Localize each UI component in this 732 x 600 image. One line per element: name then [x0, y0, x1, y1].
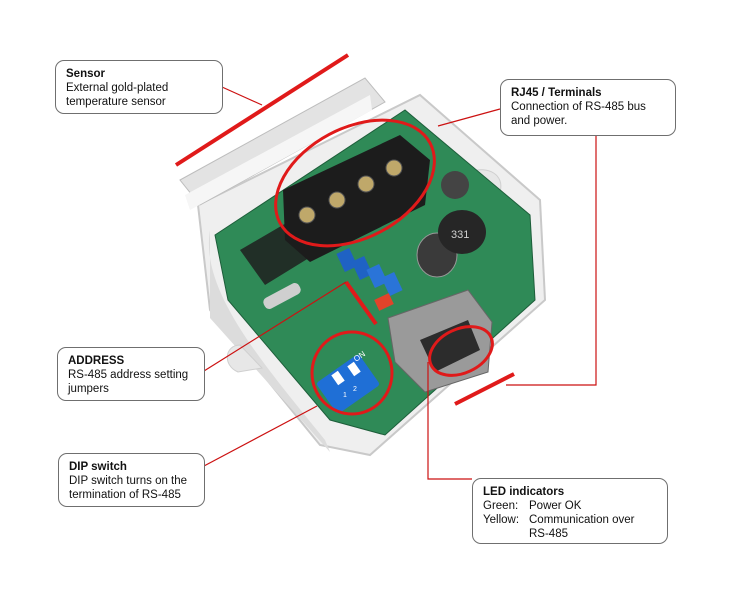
led-row-continuation: RS-485 [483, 527, 657, 541]
sensor-cover [179, 77, 386, 210]
led-row-label: Green: [483, 500, 519, 512]
address-callout-line: RS-485 address setting [68, 369, 189, 381]
led-row-label [483, 527, 529, 541]
rj45-terminals-callout-line: and power. [511, 115, 568, 127]
dip-pos2-mark: 2 [353, 386, 357, 393]
rj45-terminals-callout-line: Connection of RS-485 bus [511, 101, 646, 113]
led-row-green: Green: Power OK [483, 499, 657, 513]
leader-lines [203, 86, 597, 480]
rj45-marker-line [454, 372, 515, 406]
dip-switch-callout-line: termination of RS-485 [69, 489, 181, 501]
led-row-value: Communication over [529, 514, 635, 526]
dip-switch-callout-line: DIP switch turns on the [69, 475, 188, 487]
dip-pos1-mark: 1 [343, 392, 347, 399]
sensor-callout: Sensor External gold-plated temperature … [55, 60, 223, 114]
rj45-terminals-callout: RJ45 / Terminals Connection of RS-485 bu… [500, 79, 676, 136]
led-row-yellow: Yellow: Communication over [483, 513, 657, 527]
address-callout-title: ADDRESS [68, 355, 125, 367]
led-indicators-callout: LED indicators Green: Power OK Yellow: C… [472, 478, 668, 544]
address-callout: ADDRESS RS-485 address setting jumpers [57, 347, 205, 401]
dip-switch-callout-title: DIP switch [69, 461, 127, 473]
rj45-port [387, 289, 493, 393]
dip-switch: ON 1 2 [316, 349, 380, 414]
rj45-terminals-callout-title: RJ45 / Terminals [511, 87, 602, 99]
rj45-terminals-leader [437, 108, 501, 127]
led-highlight-ellipse [428, 325, 494, 377]
led-row-value: Power OK [529, 500, 582, 512]
dip-highlight-ellipse [310, 330, 394, 416]
dip-switch-callout: DIP switch DIP switch turns on the termi… [58, 453, 205, 507]
sensor-marker-line [174, 53, 350, 167]
sensor-callout-line: temperature sensor [66, 96, 166, 108]
sensor-leader [221, 86, 263, 106]
sensor-callout-title: Sensor [66, 68, 105, 80]
rj45-elbow-leader [506, 136, 597, 386]
highlight-annotations [174, 53, 515, 416]
sensor-callout-line: External gold-plated [66, 82, 169, 94]
led-row-value: RS-485 [529, 528, 568, 540]
terminal-block [283, 135, 430, 262]
led-row-label: Yellow: [483, 514, 520, 526]
address-marker-line [344, 280, 378, 326]
terminals-highlight-ellipse [274, 118, 436, 248]
address-jumpers [336, 247, 403, 311]
led-indicators-callout-title: LED indicators [483, 486, 565, 498]
address-callout-line: jumpers [68, 383, 109, 395]
inductor-mark: 331 [451, 229, 469, 241]
led-leader [427, 362, 472, 480]
dip-leader [203, 405, 318, 467]
address-leader [203, 281, 347, 372]
